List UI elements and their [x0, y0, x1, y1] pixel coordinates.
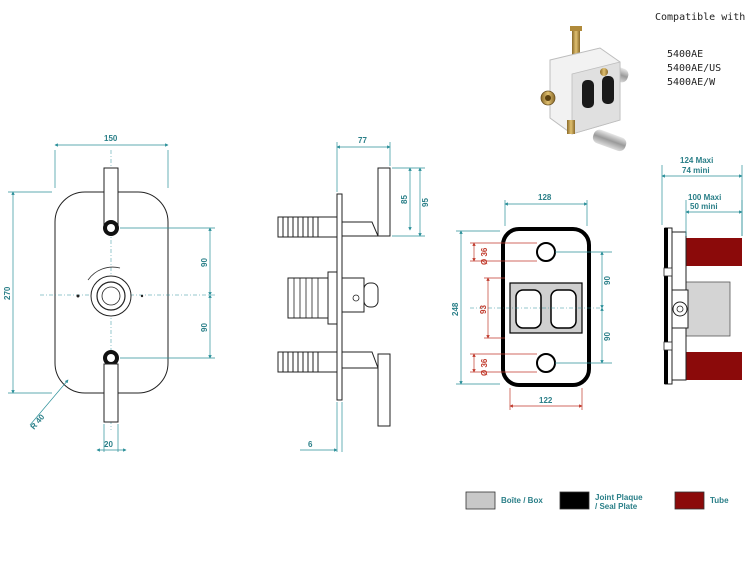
box-body: [685, 281, 731, 337]
front-lower-offset-label: 90: [200, 323, 209, 332]
side-lever-height-b-label: 95: [421, 198, 430, 207]
side-view: 77 85 95 6: [277, 136, 430, 452]
front-height-label: 270: [3, 286, 12, 300]
compatible-model-3: 5400AE/W: [667, 77, 716, 88]
front-upper-offset-label: 90: [200, 258, 209, 267]
legend-label-seal-plate-line2: / Seal Plate: [595, 502, 638, 511]
plate-hole-bottom-label: Ø 36: [480, 358, 489, 376]
legend: Boîte / Box Joint Plaque / Seal Plate Tu…: [465, 491, 729, 511]
plate-width-bottom-label: 122: [539, 396, 553, 405]
legend-label-seal-plate-line1: Joint Plaque: [595, 493, 643, 502]
box-inner-depth-min-label: 50 mini: [690, 202, 718, 211]
side-plate-thickness-label: 6: [308, 440, 313, 449]
box-inner-depth-max-label: 100 Maxi: [688, 193, 721, 202]
compatible-model-1: 5400AE: [667, 49, 703, 60]
side-depth-label: 77: [358, 136, 367, 145]
front-view: 150 270 90 90 R 40 20: [3, 134, 215, 452]
plate-height-label: 248: [451, 302, 460, 316]
plate-view: 128 248 Ø 36 Ø 36 93 90 90 122: [451, 193, 612, 410]
legend-label-box: Boîte / Box: [501, 496, 543, 505]
plate-lower-offset-label: 90: [603, 332, 612, 341]
compatibility-heading: Compatible with: [655, 12, 745, 23]
legend-swatch-box: [465, 491, 496, 510]
front-lever-width-label: 20: [104, 440, 113, 449]
lower-tube: [686, 352, 742, 380]
plate-upper-hole: [536, 242, 556, 262]
legend-label-tube: Tube: [710, 496, 729, 505]
side-lever-height-a-label: 85: [400, 195, 409, 204]
plate-center-spacing-label: 93: [479, 305, 488, 314]
legend-swatch-seal-plate: [559, 491, 590, 510]
box-outer-depth-min-label: 74 mini: [682, 166, 710, 175]
compatible-model-2: 5400AE/US: [667, 63, 721, 74]
box-outer-depth-max-label: 124 Maxi: [680, 156, 713, 165]
upper-lever: [103, 167, 119, 227]
plate-width-top-label: 128: [538, 193, 552, 202]
legend-swatch-tube: [674, 491, 705, 510]
side-plate: [336, 193, 343, 401]
valve-body-illustration: [540, 26, 629, 152]
compatibility-block: Compatible with 5400AE 5400AE/US 5400AE/…: [655, 12, 745, 88]
plate-upper-offset-label: 90: [603, 276, 612, 285]
plate-hole-top-label: Ø 36: [480, 247, 489, 265]
plate-lower-hole: [536, 353, 556, 373]
front-radius-label: R 40: [29, 412, 47, 431]
box-view: 124 Maxi 74 mini 100 Maxi 50 mini: [661, 156, 743, 385]
front-width-label: 150: [104, 134, 118, 143]
upper-tube: [686, 238, 742, 266]
lower-lever: [103, 363, 119, 423]
